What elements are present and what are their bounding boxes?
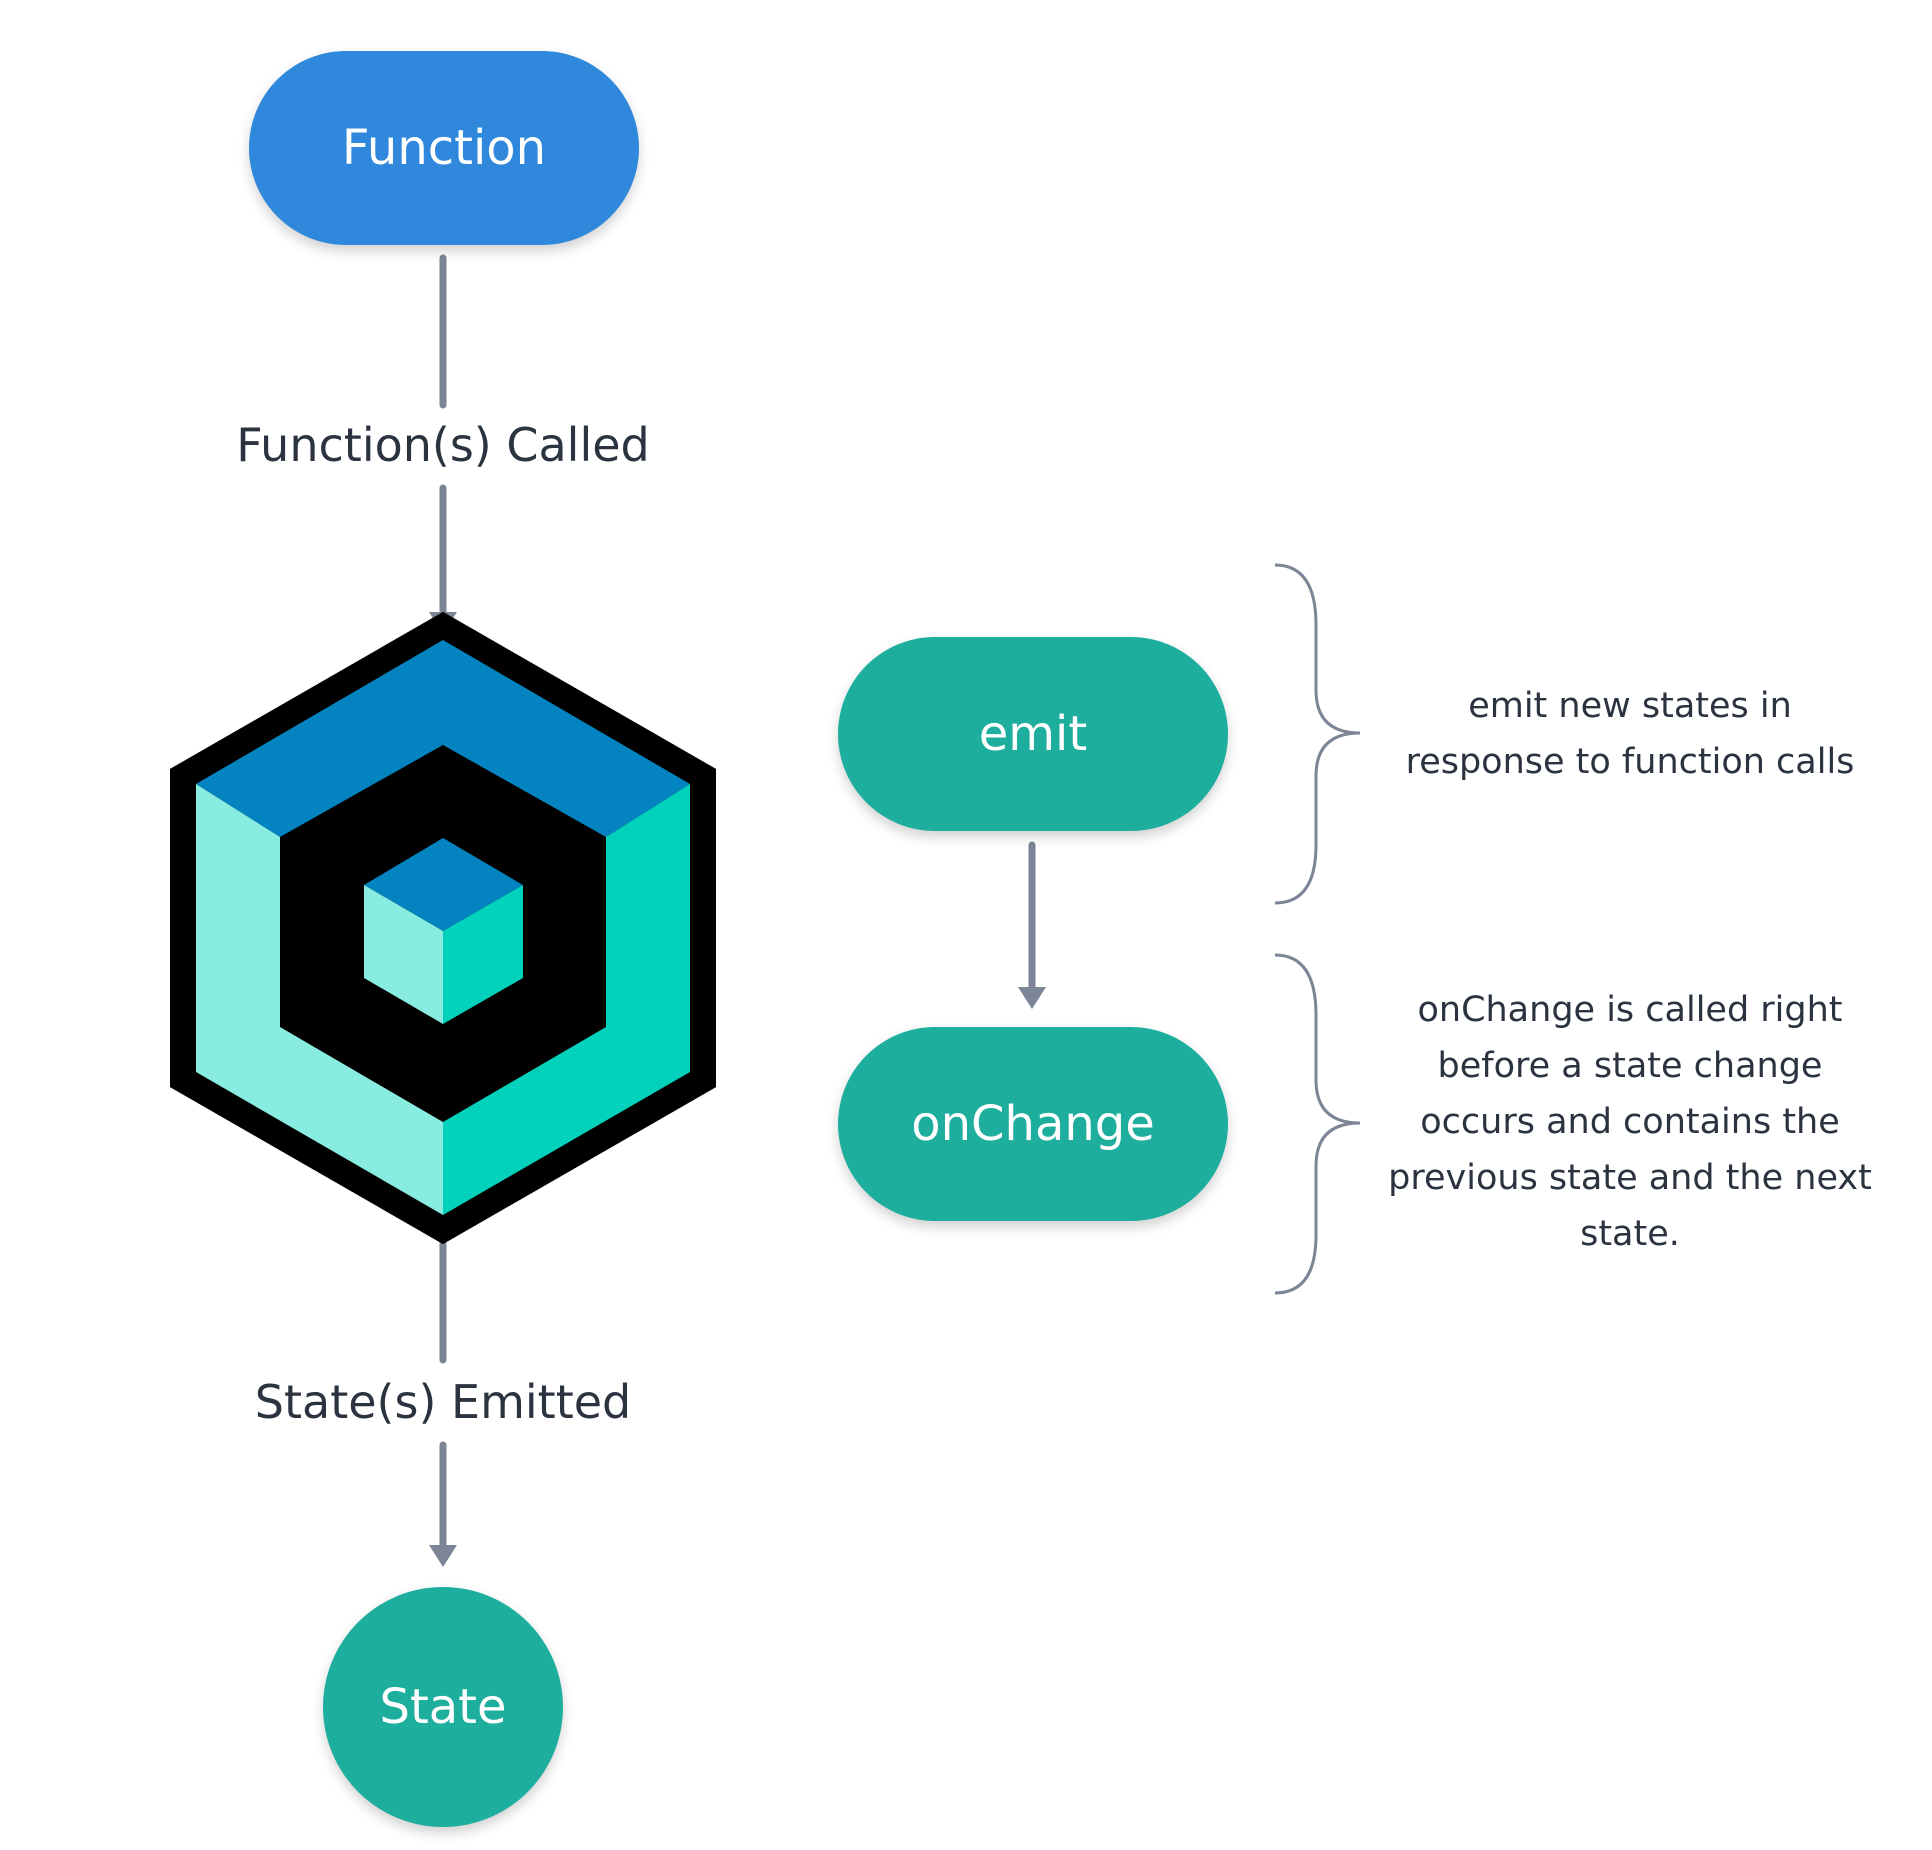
emit-brace (1274, 563, 1361, 905)
function-node: Function (249, 51, 639, 245)
onchange-brace (1274, 953, 1361, 1295)
onchange-description-line: previous state and the next (1388, 1158, 1872, 1198)
emit-node-label: emit (978, 706, 1088, 762)
emit-node: emit (838, 637, 1228, 831)
onchange-description: onChange is called right before a state … (1370, 982, 1890, 1262)
function-node-label: Function (341, 120, 547, 176)
emit-description-line: emit new states in (1468, 686, 1792, 726)
functions-called-label: Function(s) Called (236, 418, 650, 472)
state-node: State (323, 1587, 563, 1827)
emit-description-line: response to function calls (1405, 742, 1855, 782)
onchange-node-label: onChange (911, 1096, 1155, 1152)
onchange-description-line: occurs and contains the (1420, 1102, 1840, 1142)
arrowhead-to-state (429, 1545, 457, 1567)
onchange-node: onChange (838, 1027, 1228, 1221)
state-node-label: State (379, 1679, 507, 1735)
hexagon-cube-logo (170, 611, 716, 1245)
arrowhead-to-onchange (1018, 987, 1046, 1009)
states-emitted-label: State(s) Emitted (254, 1375, 632, 1429)
onchange-description-line: onChange is called right (1417, 990, 1843, 1030)
onchange-description-line: before a state change (1437, 1046, 1823, 1086)
onchange-description-line: state. (1580, 1214, 1680, 1254)
emit-description: emit new states in response to function … (1380, 678, 1880, 790)
